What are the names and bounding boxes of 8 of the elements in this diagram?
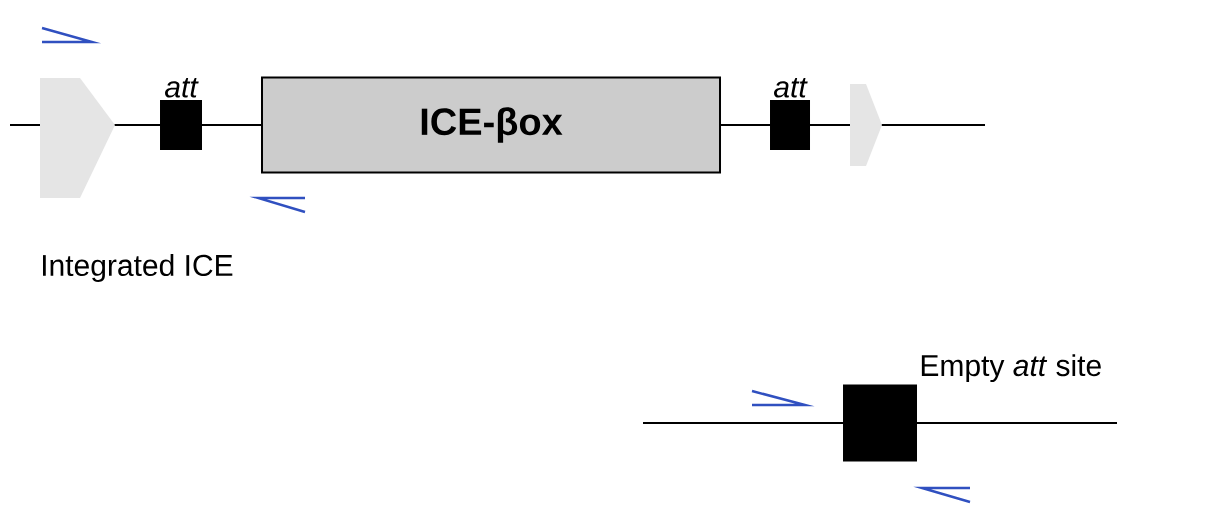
att-site: att [160,77,202,150]
att-site: Empty att site [843,354,1101,462]
node-label: att [165,77,199,98]
caption-text: Integrated ICE [43,254,233,282]
node-label: att [774,77,808,98]
node-label: Empty att site [921,354,1101,383]
att-site: att [770,77,810,150]
gene-box: ICE-βox [261,76,721,174]
